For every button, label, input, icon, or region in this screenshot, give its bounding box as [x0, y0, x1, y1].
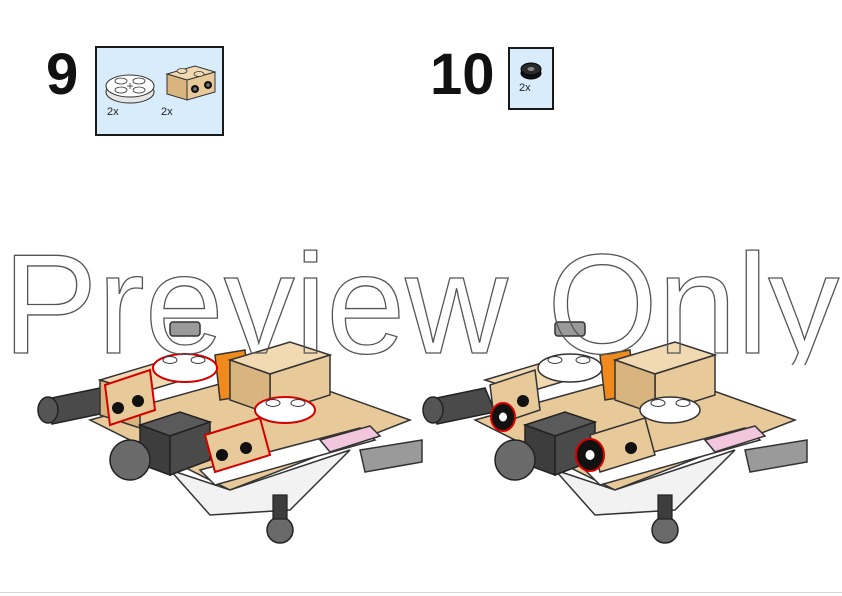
- build-model-step-10: [422, 321, 808, 544]
- bracket-icon: [165, 65, 217, 101]
- part-quantity: 2x: [107, 106, 119, 118]
- round-plate-icon: [105, 74, 155, 104]
- parts-illustration-step-9: [105, 65, 217, 104]
- build-model-step-9: [37, 321, 423, 544]
- part-quantity: 2x: [519, 82, 531, 94]
- parts-illustration-step-10: [520, 62, 542, 80]
- parts-callout-step-10: 2x: [508, 47, 554, 110]
- added-round-tile-right: [575, 438, 605, 472]
- parts-callout-step-9: 2x 2x: [95, 46, 224, 136]
- added-round-tile-left: [490, 402, 516, 432]
- step-10-number: 10: [430, 42, 495, 107]
- step-9-number: 9: [46, 42, 79, 107]
- part-quantity: 2x: [161, 106, 173, 118]
- round-tile-icon: [520, 62, 542, 80]
- page-divider: [0, 592, 842, 593]
